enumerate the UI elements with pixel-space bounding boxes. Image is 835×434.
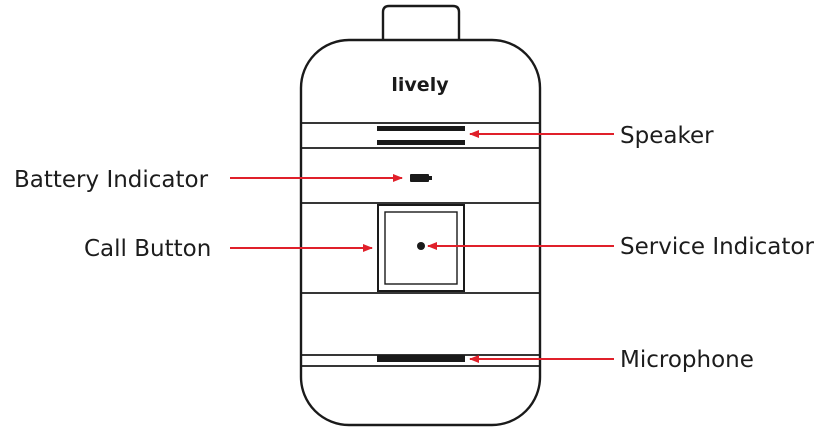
lanyard-loop xyxy=(381,4,461,42)
call-button-label: Call Button xyxy=(84,236,212,262)
speaker-grille-bottom xyxy=(377,140,465,145)
service-indicator-dot xyxy=(417,242,425,250)
call-button-inner[interactable] xyxy=(384,211,458,285)
battery-indicator-label: Battery Indicator xyxy=(14,167,209,193)
microphone-grille xyxy=(377,355,465,362)
battery-icon xyxy=(410,174,429,182)
brand-logo: lively xyxy=(391,74,449,96)
microphone-label: Microphone xyxy=(620,347,754,373)
service-indicator-label: Service Indicator xyxy=(620,234,814,260)
speaker-grille-top xyxy=(377,126,465,131)
battery-icon-tip xyxy=(429,176,432,180)
speaker-label: Speaker xyxy=(620,123,714,149)
